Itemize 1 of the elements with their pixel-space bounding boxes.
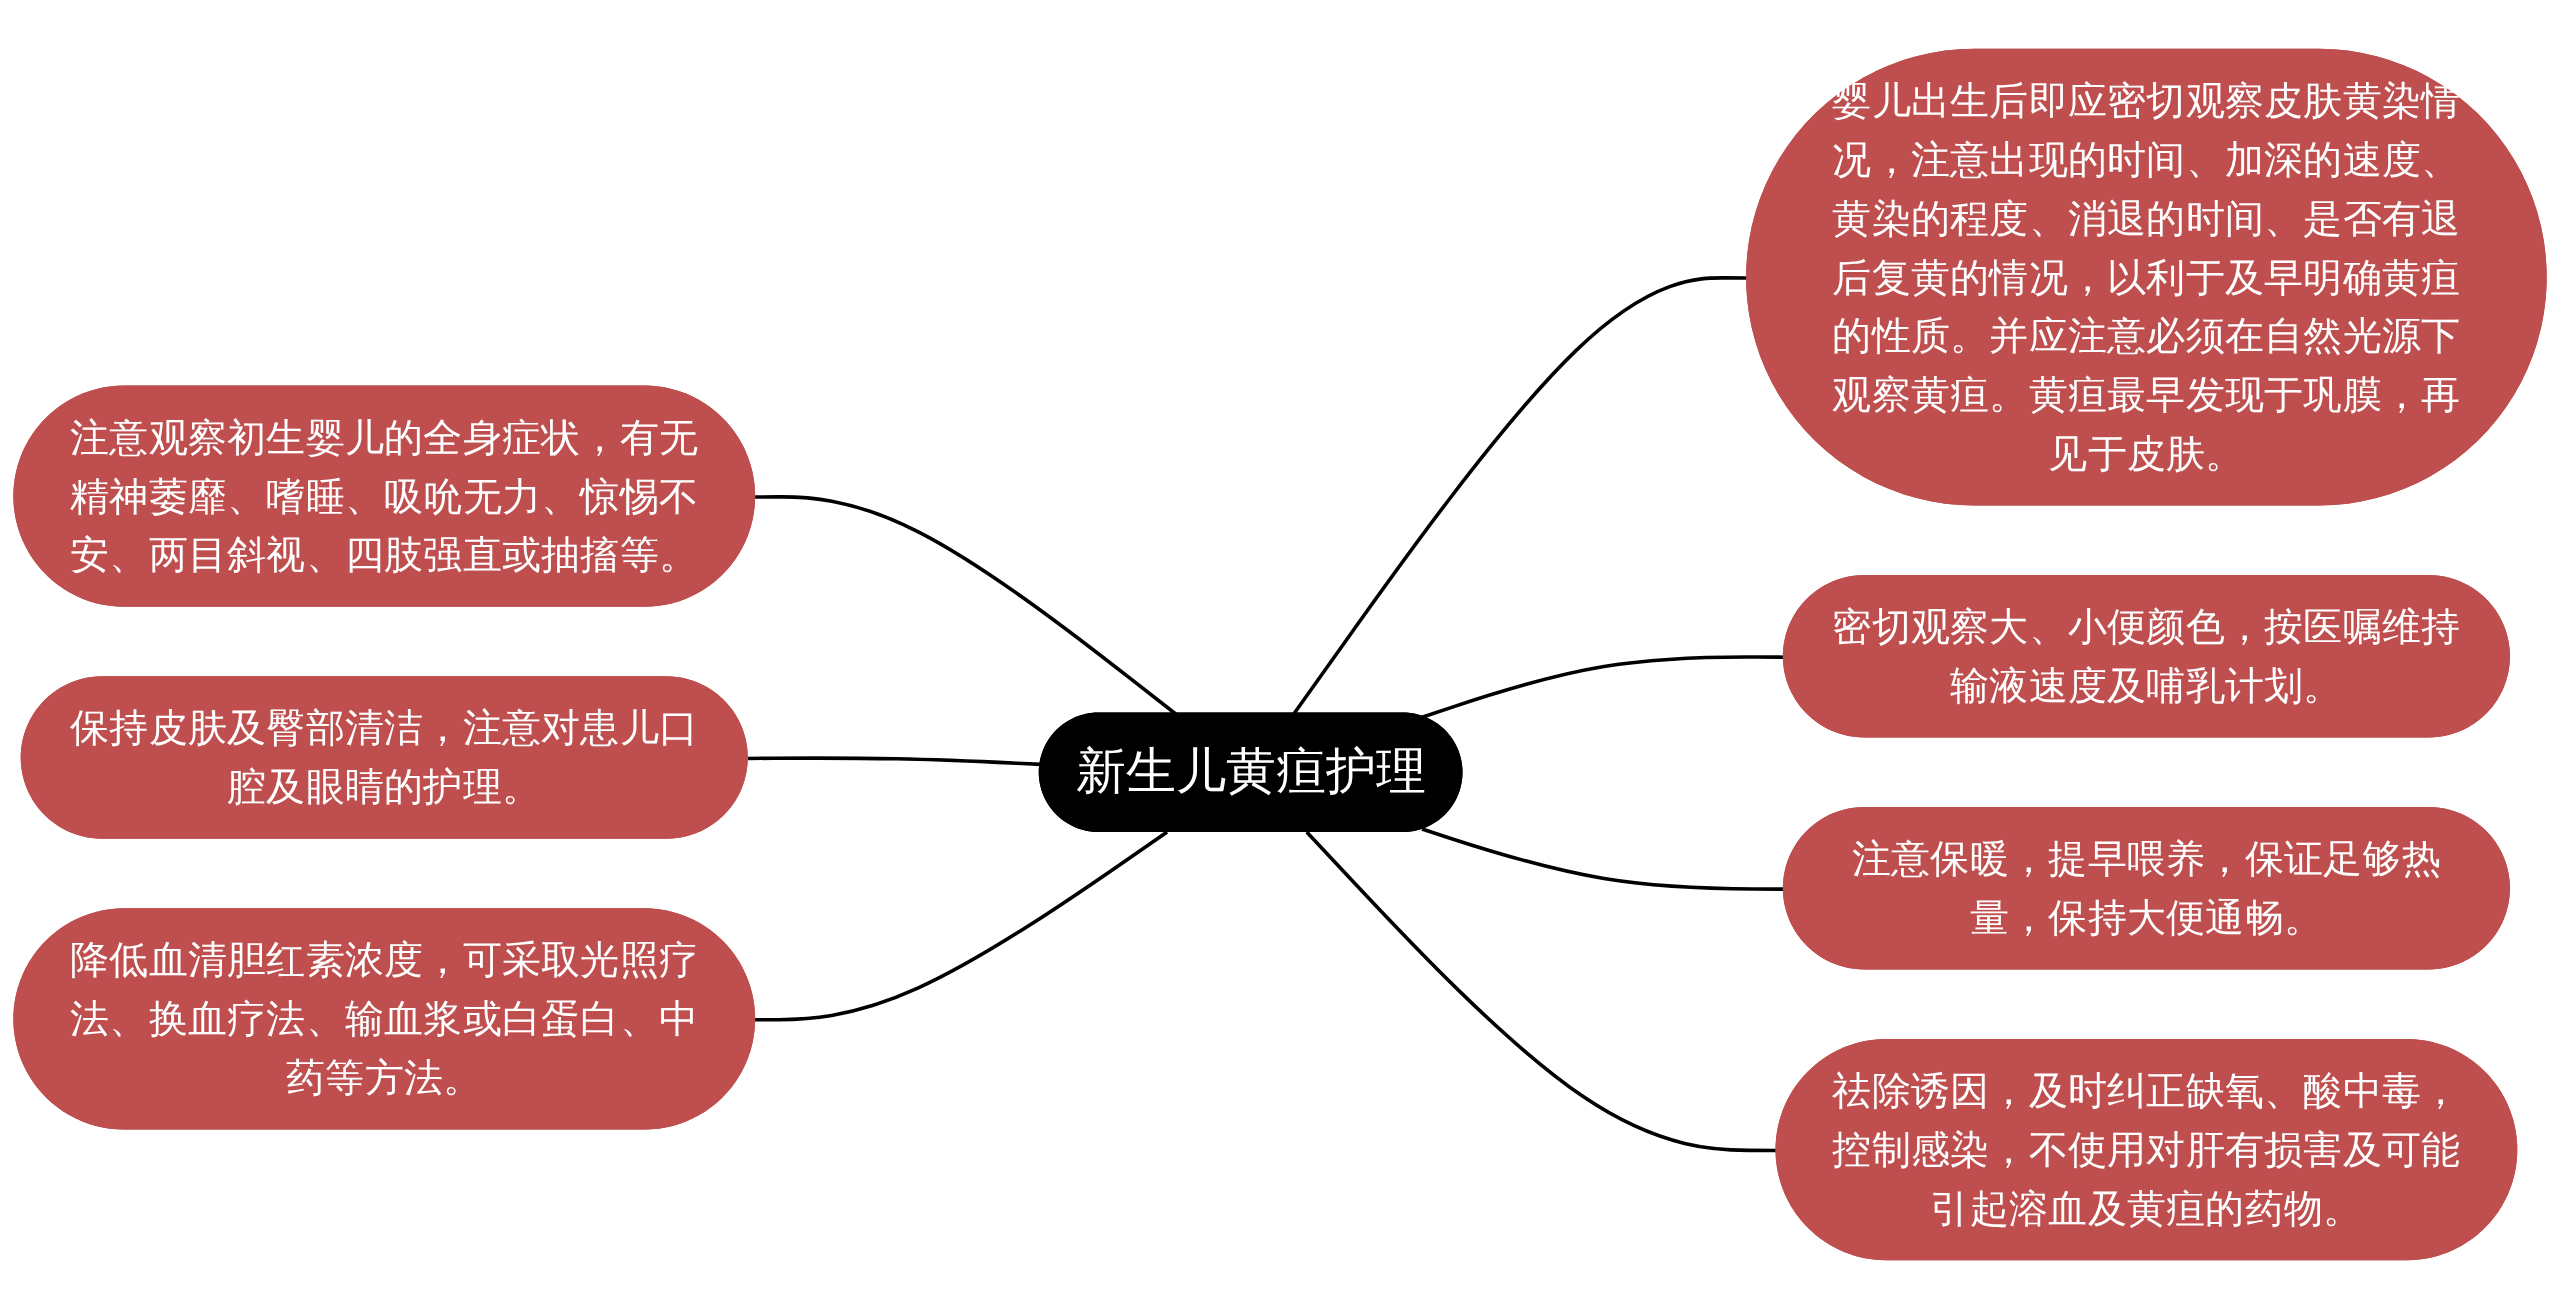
connector bbox=[755, 830, 1169, 1022]
